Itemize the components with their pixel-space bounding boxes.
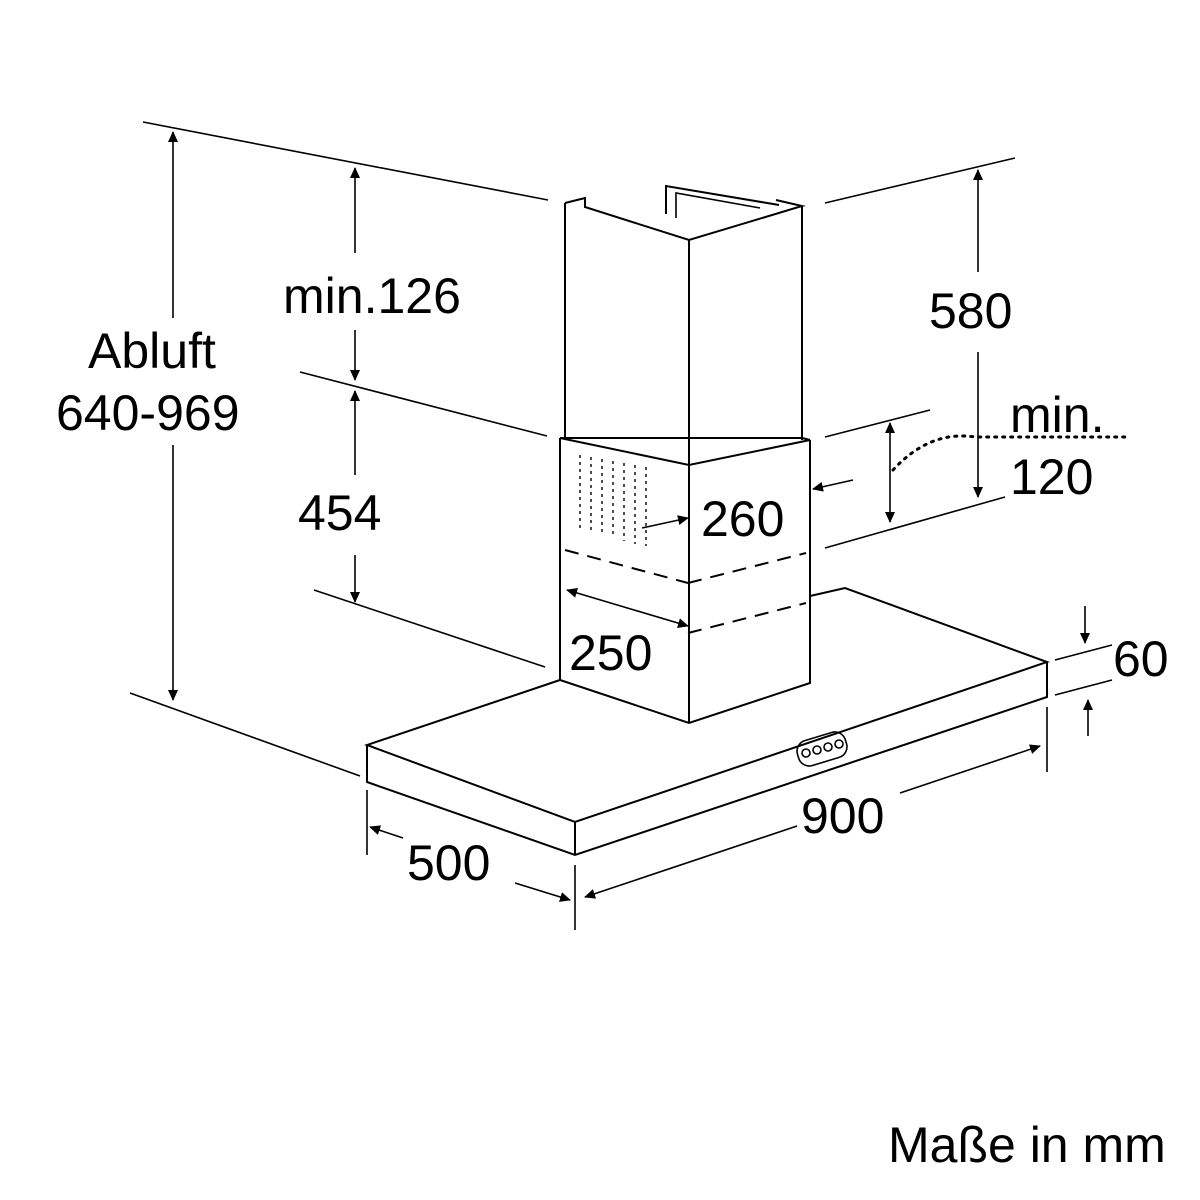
- dim-580-label: 580: [929, 283, 1012, 339]
- dim-500-label: 500: [407, 835, 490, 891]
- dim-60-label: 60: [1113, 631, 1169, 687]
- vent-grille: [579, 455, 647, 546]
- dim-260-label: 260: [701, 491, 784, 547]
- canopy: [363, 586, 1051, 857]
- dim-900-label: 900: [801, 788, 884, 844]
- units-note: Maße in mm: [888, 1117, 1166, 1173]
- extension-lines: [129, 121, 1127, 930]
- dim-120-label: 120: [1010, 449, 1093, 505]
- upper-chimney: [564, 184, 806, 465]
- dim-454-label: 454: [298, 485, 381, 541]
- exhaust-range-label: 640-969: [56, 385, 240, 441]
- dimension-arrows: [168, 131, 1093, 902]
- min-126-label: min.126: [283, 268, 461, 324]
- control-buttons: [796, 731, 848, 767]
- min-word-label: min.: [1010, 387, 1104, 443]
- exhaust-title-label: Abluft: [88, 323, 216, 379]
- dim-250-label: 250: [569, 625, 652, 681]
- lower-chimney: [559, 437, 811, 725]
